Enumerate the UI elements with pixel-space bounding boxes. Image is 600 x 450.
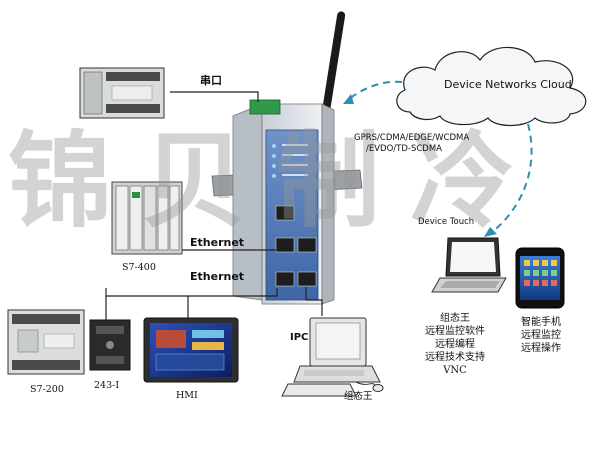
antenna <box>319 11 346 131</box>
laptop-caption-line: 远程编程 <box>435 339 475 350</box>
hmi-label: HMI <box>176 390 198 401</box>
zutaiwang-label: 组态王 <box>344 391 373 402</box>
serial-wire <box>170 91 259 102</box>
laptop-caption-line: 远程监控软件 <box>425 326 485 337</box>
ethernet-ports <box>275 205 317 287</box>
ethernet-wire-bottom <box>105 288 278 297</box>
wires <box>105 91 323 322</box>
terminal-block <box>249 99 281 115</box>
plc-top <box>79 67 165 119</box>
s7-200-label: S7-200 <box>30 384 64 395</box>
laptop-caption-line: VNC <box>443 365 467 376</box>
serial-port-label: 串口 <box>200 74 222 87</box>
cloud-shape <box>396 46 587 127</box>
ethernet-label-2: Ethernet <box>190 270 245 283</box>
arrowhead-to-laptop <box>484 227 497 237</box>
module-243-label: 243-I <box>94 380 120 391</box>
dashed-link-cloud-devices <box>491 123 533 233</box>
s7-400-rack <box>111 181 183 255</box>
ethernet-label-1: Ethernet <box>190 236 245 249</box>
laptop <box>431 237 507 293</box>
s7-200-plc <box>7 309 85 375</box>
phone-caption-line: 远程操作 <box>521 343 561 354</box>
laptop-caption-line: 远程技术支持 <box>425 352 485 363</box>
hmi-panel <box>143 317 239 383</box>
network-types-line2: /EVDO/TD-SCDMA <box>366 144 442 154</box>
smartphone <box>515 247 565 309</box>
ipc-label: IPC <box>290 332 309 343</box>
cloud-label: Device Networks Cloud <box>444 78 572 91</box>
ipc-wire <box>305 287 323 316</box>
status-leds <box>272 144 276 178</box>
module-243-i <box>89 319 131 371</box>
network-types-line1: GPRS/CDMA/EDGE/WCDMA <box>354 133 470 143</box>
laptop-caption-line: 组态王 <box>440 313 470 324</box>
laptop-caption: 组态王 远程监控软件 远程编程 远程技术支持 VNC <box>400 312 510 377</box>
industrial-router <box>232 99 335 305</box>
device-touch-label: Device Touch <box>418 217 475 227</box>
arrowhead-to-gateway <box>343 94 354 104</box>
s7-400-label: S7-400 <box>122 262 156 273</box>
dashed-link-cloud-gateway <box>347 80 403 101</box>
phone-caption-line: 智能手机 <box>521 317 561 328</box>
ipc-computer <box>281 317 384 397</box>
phone-caption: 智能手机 远程监控 远程操作 <box>506 316 576 355</box>
phone-caption-line: 远程监控 <box>521 330 561 341</box>
